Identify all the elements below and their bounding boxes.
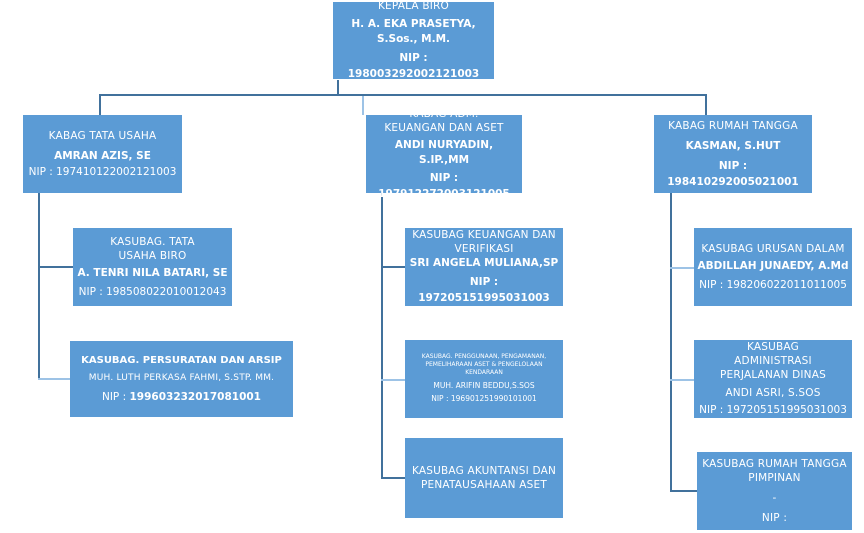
node-title: KASUBAG. TATA USAHA BIRO: [110, 235, 195, 262]
node-title: KASUBAG KEUANGAN DAN VERIFIKASI: [412, 229, 556, 255]
connector-div1-sub1: [38, 266, 73, 268]
node-title: KASUBAG. PENGGUNAAN, PENGAMANAN, PEMELIH…: [421, 353, 547, 376]
connector-div1-up: [99, 94, 101, 115]
connector-div3-vertical: [670, 193, 672, 491]
connector-div3-sub1: [670, 267, 694, 269]
node-title: KASUBAG ADMINISTRASI PERJALANAN DINAS: [720, 341, 826, 381]
org-node-kasubag-rumah-tangga-pimpinan: KASUBAG RUMAH TANGGA PIMPINAN - NIP :: [697, 452, 852, 530]
node-name: ANDI NURYADIN, S.IP.,MM: [394, 138, 494, 166]
org-node-kasubag-tata-usaha-biro: KASUBAG. TATA USAHA BIRO A. TENRI NILA B…: [73, 228, 232, 306]
node-name: -: [772, 492, 777, 504]
node-nip: NIP : 197205151995031003: [699, 404, 847, 416]
node-title: KABAG TATA USAHA: [48, 129, 157, 142]
connector-div2-up: [362, 96, 364, 115]
node-name: SRI ANGELA MULIANA,SP: [409, 257, 559, 269]
connector-div3-up: [705, 94, 707, 115]
connector-div3-sub2: [670, 379, 694, 381]
node-name: ANDI ASRI, S.SOS: [725, 387, 821, 399]
node-title: KABAG ADM. KEUANGAN DAN ASET: [384, 107, 504, 134]
node-nip: NIP : 197410122002121003: [28, 165, 177, 178]
connector-div1-vertical: [38, 193, 40, 380]
org-node-kasubag-perjalanan-dinas: KASUBAG ADMINISTRASI PERJALANAN DINAS AN…: [694, 340, 852, 418]
node-nip: NIP : 198410292005021001: [667, 159, 799, 188]
node-nip: NIP : 198003292002121003: [347, 52, 480, 80]
node-name: MUH. LUTH PERKASA FAHMI, S.STP. MM.: [88, 373, 275, 383]
node-nip: NIP : 197912272003121005: [378, 171, 510, 200]
node-name: A. TENRI NILA BATARI, SE: [77, 266, 228, 279]
node-name: H. A. EKA PRASETYA, S.Sos., M.M.: [351, 18, 476, 45]
node-name: MUH. ARIFIN BEDDU,S.SOS: [433, 381, 535, 390]
org-node-kabag-tata-usaha: KABAG TATA USAHA AMRAN AZIS, SE NIP : 19…: [23, 115, 182, 193]
connector-div2-sub1: [381, 266, 405, 268]
connector-div3-sub3: [670, 490, 697, 492]
node-name: KASMAN, S.HUT: [685, 139, 781, 152]
connector-div2-sub2: [381, 379, 405, 381]
org-node-kabag-keuangan-aset: KABAG ADM. KEUANGAN DAN ASET ANDI NURYAD…: [366, 108, 522, 200]
org-node-kasubag-akuntansi: KASUBAG AKUNTANSI DAN PENATAUSAHAAN ASET: [405, 438, 563, 518]
node-title: KASUBAG AKUNTANSI DAN PENATAUSAHAAN ASET: [411, 465, 557, 491]
node-title: KABAG RUMAH TANGGA: [668, 119, 798, 132]
nip-label: NIP :: [101, 391, 130, 403]
node-title: KEPALA BIRO: [377, 0, 450, 12]
node-nip: NIP :: [761, 512, 788, 524]
nip-value: 199603232017081001: [129, 391, 261, 403]
node-title: KASUBAG. PERSURATAN DAN ARSIP: [81, 355, 282, 366]
connector-div2-sub3: [381, 477, 405, 479]
node-title: KASUBAG RUMAH TANGGA PIMPINAN: [702, 458, 847, 484]
node-nip: NIP : 199603232017081001: [102, 389, 261, 405]
node-nip: NIP : 198508022010012043: [78, 285, 227, 298]
org-node-kasubag-persuratan-arsip: KASUBAG. PERSURATAN DAN ARSIP MUH. LUTH …: [70, 341, 293, 417]
node-nip: NIP : 196901251990101001: [431, 394, 537, 403]
org-node-kasubag-keuangan-verifikasi: KASUBAG KEUANGAN DAN VERIFIKASI SRI ANGE…: [405, 228, 563, 306]
connector-div2-vertical: [381, 193, 383, 478]
connector-div1-sub2: [38, 378, 70, 380]
node-name: AMRAN AZIS, SE: [54, 149, 151, 162]
org-node-kasubag-penggunaan-aset: KASUBAG. PENGGUNAAN, PENGAMANAN, PEMELIH…: [405, 340, 563, 418]
node-name: ABDILLAH JUNAEDY, A.Md: [697, 259, 849, 272]
connector-head-down: [337, 80, 339, 95]
org-node-kasubag-urusan-dalam: KASUBAG URUSAN DALAM ABDILLAH JUNAEDY, A…: [694, 228, 852, 306]
node-title: KASUBAG URUSAN DALAM: [701, 242, 845, 255]
org-node-kabag-rumah-tangga: KABAG RUMAH TANGGA KASMAN, S.HUT NIP : 1…: [654, 115, 812, 193]
org-node-head: KEPALA BIRO H. A. EKA PRASETYA, S.Sos., …: [333, 0, 494, 80]
node-nip: NIP : 198206022011011005: [699, 278, 847, 291]
connector-horizontal-bar: [99, 94, 706, 96]
node-nip: NIP : 197205151995031003: [418, 276, 550, 304]
